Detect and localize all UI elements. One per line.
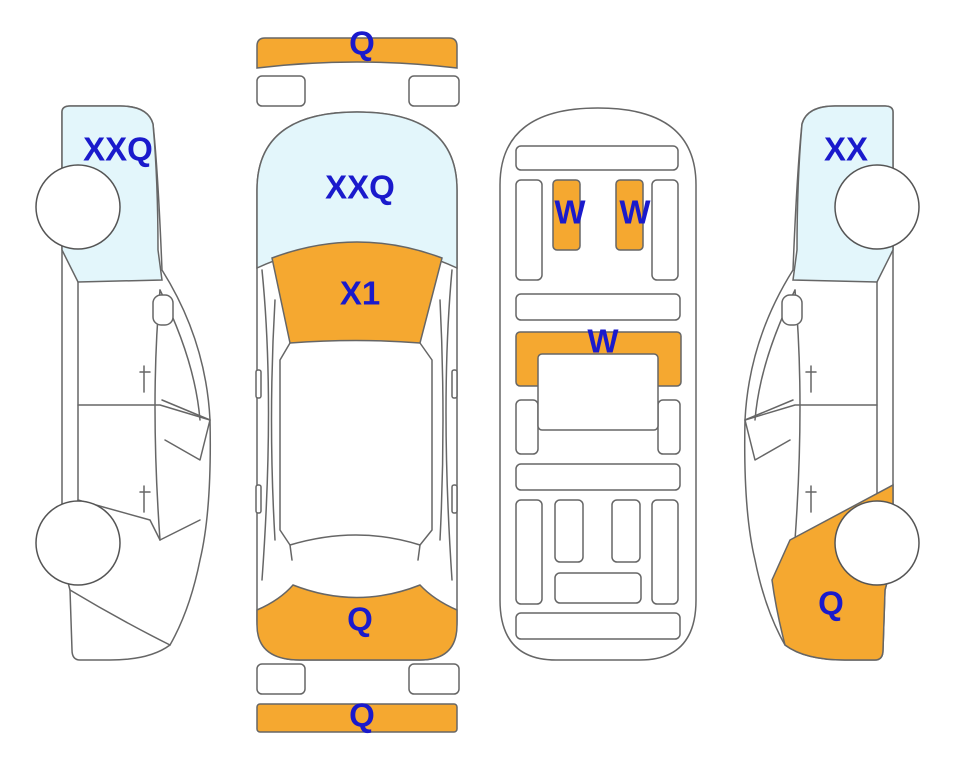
front-bumper-group: Q [256, 25, 460, 107]
front-mirror-right[interactable] [408, 75, 460, 107]
top-trunk-label: Q [347, 601, 373, 638]
left-side-view: XXQ [35, 105, 212, 661]
right-front-wheel[interactable] [834, 164, 920, 250]
floor-seat-right[interactable] [615, 179, 644, 251]
rear-bumper[interactable] [256, 703, 458, 733]
left-side-roof-label: XXQ [83, 131, 153, 168]
right-side-view: XX Q [743, 105, 920, 661]
floor-seat-left[interactable] [552, 179, 581, 251]
rear-mirror-left[interactable] [256, 663, 306, 695]
front-bumper[interactable] [256, 37, 458, 69]
top-trunk[interactable] [256, 584, 458, 661]
front-mirror-left[interactable] [256, 75, 306, 107]
right-side-roof-label: XX [824, 131, 868, 168]
right-side-rear-label: Q [818, 585, 844, 622]
rear-mirror-right[interactable] [408, 663, 460, 695]
rear-bumper-group: Q [256, 663, 460, 734]
front-bumper-label: Q [349, 25, 375, 62]
floor-middle-label: W [587, 323, 619, 360]
rear-bumper-label: Q [349, 697, 375, 734]
floor-view: W W W [499, 107, 697, 661]
top-windshield-label: XXQ [325, 169, 395, 206]
floor-seat-right-label: W [619, 194, 651, 231]
top-view: XXQ X1 Q [255, 111, 458, 661]
right-rear-wheel[interactable] [834, 500, 920, 586]
floor-seat-left-label: W [554, 194, 586, 231]
left-front-wheel[interactable] [35, 164, 121, 250]
left-rear-wheel[interactable] [35, 500, 121, 586]
top-hood-label: X1 [340, 275, 380, 312]
top-hood[interactable] [271, 241, 443, 344]
